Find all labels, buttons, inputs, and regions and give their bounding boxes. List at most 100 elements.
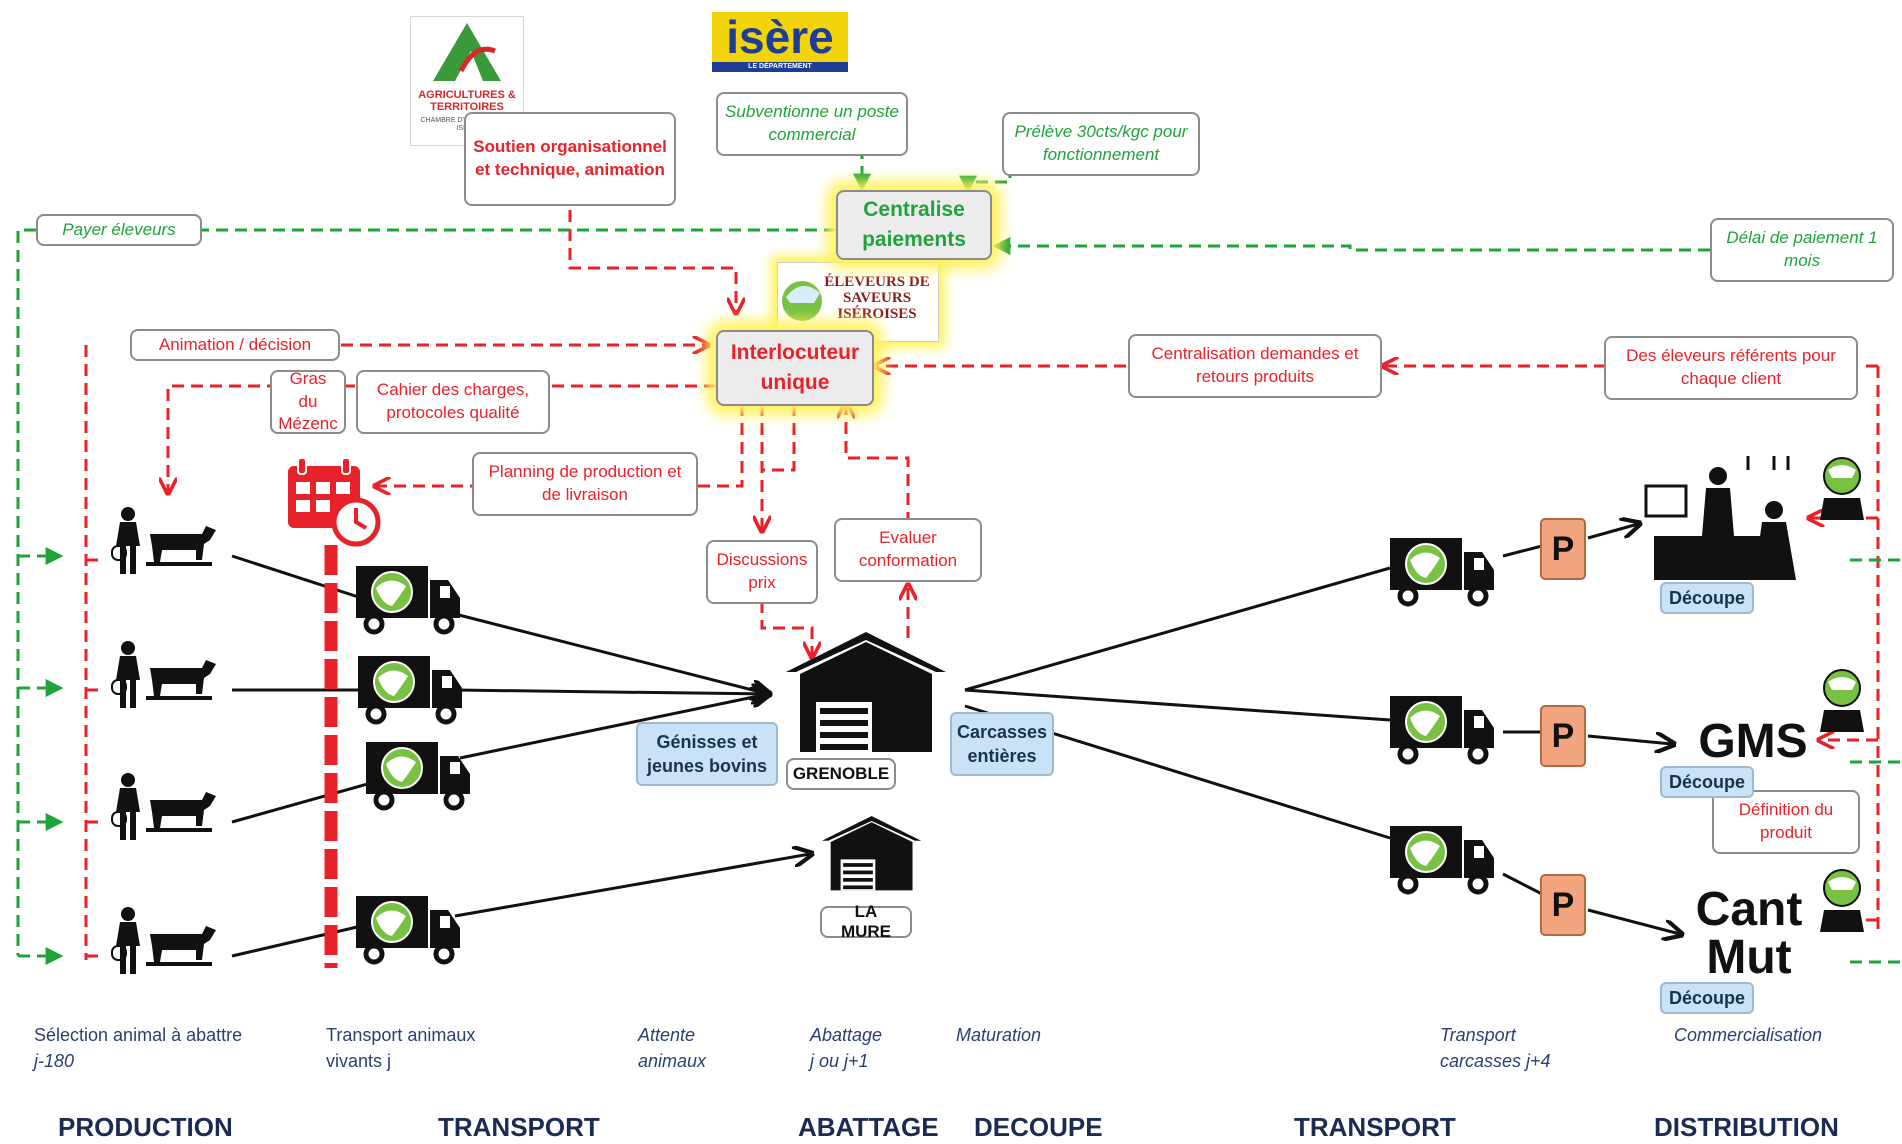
isere-logo-name: isère bbox=[726, 12, 834, 63]
centralisation-label: Centralisation demandes et retours produ… bbox=[1151, 344, 1359, 386]
preleve-box: Prélève 30cts/kgc pour fonctionnement bbox=[1002, 112, 1200, 176]
soutien-label: Soutien organisationnel et technique, an… bbox=[473, 137, 667, 179]
lamure-label-box: LA MURE bbox=[820, 902, 912, 941]
caption-transport-carcasses-line1: Transport bbox=[1440, 1025, 1516, 1045]
caption-commercialisation: Commercialisation bbox=[1674, 1022, 1822, 1048]
carcasses-box: Carcasses entières bbox=[950, 712, 1054, 776]
isere-logo-sub: LE DÉPARTEMENT bbox=[712, 62, 848, 72]
grenoble-label: GRENOBLE bbox=[792, 764, 890, 783]
subventionne-box: Subventionne un poste commercial bbox=[716, 92, 908, 156]
preleve-label: Prélève 30cts/kgc pour fonctionnement bbox=[1014, 122, 1188, 164]
lamure-label: LA MURE bbox=[840, 902, 892, 941]
carcasses-label: Carcasses entières bbox=[956, 721, 1048, 766]
centralise-paiements-label: Centralise paiements bbox=[862, 197, 966, 251]
caption-abattage-line2: j ou j+1 bbox=[810, 1051, 869, 1072]
stage-abattage: ABATTAGE bbox=[798, 1112, 939, 1142]
decoupe-label-2: Découpe bbox=[1668, 771, 1746, 792]
caption-commercialisation-line1: Commercialisation bbox=[1674, 1025, 1823, 1045]
subventionne-label: Subventionne un poste commercial bbox=[725, 102, 899, 144]
definition-produit-label: Définition du produit bbox=[1738, 800, 1834, 842]
delai-paiement-label: Délai de paiement 1 mois bbox=[1726, 228, 1878, 270]
caption-transport-animaux: Transport animaux vivants j bbox=[326, 1022, 475, 1074]
farmer-cow-icon-1 bbox=[111, 506, 217, 575]
caption-transport-carcasses: Transport carcasses j+4 bbox=[1440, 1022, 1551, 1074]
delai-paiement-box: Délai de paiement 1 mois bbox=[1710, 218, 1894, 282]
livestock-truck-icon-3 bbox=[366, 742, 470, 808]
calendar-clock-icon bbox=[288, 458, 378, 544]
caption-attente-line2: animaux bbox=[638, 1051, 707, 1072]
parking-sign-2: P bbox=[1540, 705, 1586, 767]
genisses-label: Génisses et jeunes bovins bbox=[646, 731, 768, 776]
warehouse-lamure-icon bbox=[822, 816, 922, 891]
caption-selection: Sélection animal à abattre j-180 bbox=[34, 1022, 242, 1074]
eleveurs-logo-text: ÉLEVEURS DE SAVEURS ISÉROISES bbox=[824, 274, 930, 322]
planning-box: Planning de production et de livraison bbox=[472, 452, 698, 516]
grenoble-label-box: GRENOBLE bbox=[786, 758, 896, 790]
decoupe-box-1: Découpe bbox=[1660, 582, 1754, 614]
farmer-cow-icon-2 bbox=[111, 640, 217, 709]
livestock-truck-icon-4 bbox=[356, 896, 460, 962]
planning-label: Planning de production et de livraison bbox=[488, 462, 682, 504]
discussions-prix-label: Discussions prix bbox=[716, 550, 808, 592]
cahier-charges-box: Cahier des charges, protocoles qualité bbox=[356, 370, 550, 434]
isere-logo: isère LE DÉPARTEMENT bbox=[712, 12, 848, 72]
parking-sign-3: P bbox=[1540, 874, 1586, 936]
decoupe-box-3: Découpe bbox=[1660, 982, 1754, 1014]
parking-sign-1: P bbox=[1540, 518, 1586, 580]
definition-produit-box: Définition du produit bbox=[1712, 790, 1860, 854]
caption-abattage: Abattage j ou j+1 bbox=[810, 1022, 882, 1074]
animation-decision-label: Animation / décision bbox=[158, 334, 312, 354]
evaluer-conformation-label: Evaluer conformation bbox=[858, 528, 958, 570]
butcher-shop-icon bbox=[1644, 456, 1796, 580]
payer-eleveurs-box: Payer éleveurs bbox=[36, 214, 202, 246]
agri-logo-line1: AGRICULTURES & TERRITOIRES bbox=[418, 89, 516, 114]
decoupe-box-2: Découpe bbox=[1660, 766, 1754, 798]
soutien-box: Soutien organisationnel et technique, an… bbox=[464, 112, 676, 206]
centralisation-box: Centralisation demandes et retours produ… bbox=[1128, 334, 1382, 398]
genisses-box: Génisses et jeunes bovins bbox=[636, 722, 778, 786]
caption-abattage-line1: Abattage bbox=[810, 1025, 883, 1045]
caption-selection-line1: Sélection animal à abattre bbox=[34, 1025, 243, 1045]
caption-maturation-line1: Maturation bbox=[956, 1025, 1042, 1045]
cant-label: Cant bbox=[1695, 883, 1803, 936]
stage-decoupe: DECOUPE bbox=[974, 1112, 1103, 1142]
eleveurs-saveurs-logo: ÉLEVEURS DE SAVEURS ISÉROISES bbox=[777, 262, 939, 342]
caption-maturation: Maturation bbox=[956, 1022, 1041, 1048]
payer-eleveurs-label: Payer éleveurs bbox=[62, 219, 176, 239]
caption-transport-carcasses-line2: carcasses j+4 bbox=[1440, 1051, 1551, 1072]
interlocuteur-unique-box: Interlocuteur unique bbox=[716, 330, 874, 406]
farmer-cow-icon-3 bbox=[111, 772, 217, 841]
farmer-cow-icon-4 bbox=[111, 906, 217, 975]
stage-transport-2: TRANSPORT bbox=[1294, 1112, 1456, 1142]
gms-label: GMS bbox=[1698, 715, 1808, 768]
discussions-prix-box: Discussions prix bbox=[706, 540, 818, 604]
livestock-truck-icon-2 bbox=[358, 656, 462, 722]
decoupe-label-1: Découpe bbox=[1668, 587, 1746, 608]
referent-farmer-icon-3 bbox=[1819, 869, 1865, 933]
stage-distribution: DISTRIBUTION bbox=[1654, 1112, 1839, 1142]
decoupe-label-3: Découpe bbox=[1668, 987, 1746, 1008]
stage-transport-1: TRANSPORT bbox=[438, 1112, 600, 1142]
mut-label: Mut bbox=[1706, 931, 1792, 984]
caption-transport-animaux-line1: Transport animaux bbox=[326, 1025, 476, 1045]
caption-attente: Attente animaux bbox=[638, 1022, 706, 1074]
carcass-truck-icon-2 bbox=[1390, 696, 1494, 762]
stage-production: PRODUCTION bbox=[58, 1112, 233, 1142]
animation-decision-box: Animation / décision bbox=[130, 329, 340, 361]
parking-sign-label-3: P bbox=[1551, 886, 1575, 924]
referents-label: Des éleveurs référents pour chaque clien… bbox=[1626, 346, 1836, 388]
cahier-charges-label: Cahier des charges, protocoles qualité bbox=[376, 380, 530, 422]
parking-sign-label-1: P bbox=[1551, 530, 1575, 568]
caption-attente-line1: Attente bbox=[638, 1025, 696, 1045]
caption-selection-line2: j-180 bbox=[34, 1051, 75, 1072]
referents-box: Des éleveurs référents pour chaque clien… bbox=[1604, 336, 1858, 400]
centralise-paiements-box: Centralise paiements bbox=[836, 190, 992, 260]
parking-sign-label-2: P bbox=[1551, 717, 1575, 755]
caption-transport-animaux-line2: vivants j bbox=[326, 1051, 392, 1072]
gras-mezenc-label: Gras du Mézenc bbox=[278, 368, 338, 434]
livestock-truck-icon-1 bbox=[356, 566, 460, 632]
warehouse-grenoble-icon bbox=[786, 632, 946, 752]
referent-farmer-icon-1 bbox=[1819, 457, 1865, 521]
gras-mezenc-box: Gras du Mézenc bbox=[270, 368, 346, 434]
